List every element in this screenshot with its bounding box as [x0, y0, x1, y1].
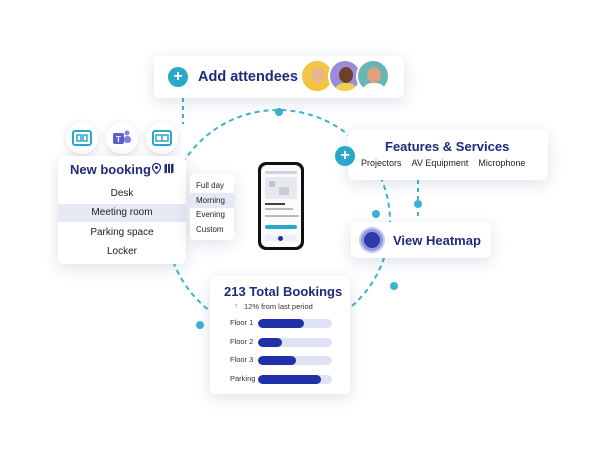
time-option-item[interactable]: Evening: [196, 210, 225, 219]
features-services-title: Features & Services: [385, 139, 510, 154]
room-display-icon[interactable]: [66, 122, 98, 154]
trend-text: 12% from last period: [244, 302, 313, 311]
new-booking-title: New booking: [70, 162, 151, 177]
feature-item: Projectors: [361, 158, 402, 168]
floor-label: Parking: [230, 373, 256, 383]
bookings-bar-track: [258, 337, 332, 347]
floor-label: Floor 3: [230, 355, 254, 364]
view-heatmap-button[interactable]: View Heatmap: [351, 222, 491, 258]
add-attendees-label: Add attendees: [198, 69, 298, 85]
bookings-bar: [258, 356, 297, 365]
bookings-bar: [258, 374, 321, 384]
bookings-bar: [258, 337, 282, 347]
booking-type-item[interactable]: Parking space: [90, 226, 154, 238]
bookings-bar-track: [258, 374, 332, 384]
total-bookings-title: 213 Total Bookings: [224, 284, 343, 299]
time-option-item[interactable]: Morning: [190, 192, 234, 208]
view-heatmap-label: View Heatmap: [393, 232, 481, 248]
svg-text:T: T: [116, 135, 121, 144]
booking-type-item[interactable]: Meeting room: [58, 203, 186, 222]
location-pin-icon[interactable]: [151, 162, 162, 177]
trend-up-icon: ↑: [234, 301, 238, 310]
map-icon[interactable]: [164, 163, 174, 177]
floor-label: Floor 1: [230, 318, 254, 327]
add-icon[interactable]: +: [168, 67, 188, 87]
total-bookings-card: 213 Total Bookings ↑ 12% from last perio…: [210, 276, 350, 394]
booking-type-item[interactable]: Locker: [106, 246, 137, 257]
phone-screen: [261, 165, 301, 247]
time-option-item[interactable]: Custom: [196, 224, 224, 234]
bookings-bar-track: [258, 356, 332, 365]
attendee-avatars: [300, 59, 390, 93]
phone-mockup: [258, 162, 304, 250]
floor-label: Floor 2: [230, 336, 254, 346]
time-option-item[interactable]: Full day: [196, 181, 225, 190]
features-services-card: Features & Services Projectors AV Equipme…: [348, 130, 548, 180]
desk-display-icon[interactable]: [146, 122, 178, 154]
features-list: Projectors AV Equipment Microphone: [361, 158, 525, 168]
teams-icon[interactable]: T: [106, 122, 138, 154]
bookings-bar-track: [258, 319, 332, 328]
feature-item: AV Equipment: [411, 158, 469, 168]
heatmap-icon: [359, 227, 385, 253]
add-feature-icon[interactable]: +: [335, 146, 355, 166]
feature-item: Microphone: [478, 158, 526, 168]
bookings-bar: [258, 319, 304, 328]
booking-type-item[interactable]: Desk: [110, 187, 134, 199]
avatar-man-2: [356, 59, 390, 93]
